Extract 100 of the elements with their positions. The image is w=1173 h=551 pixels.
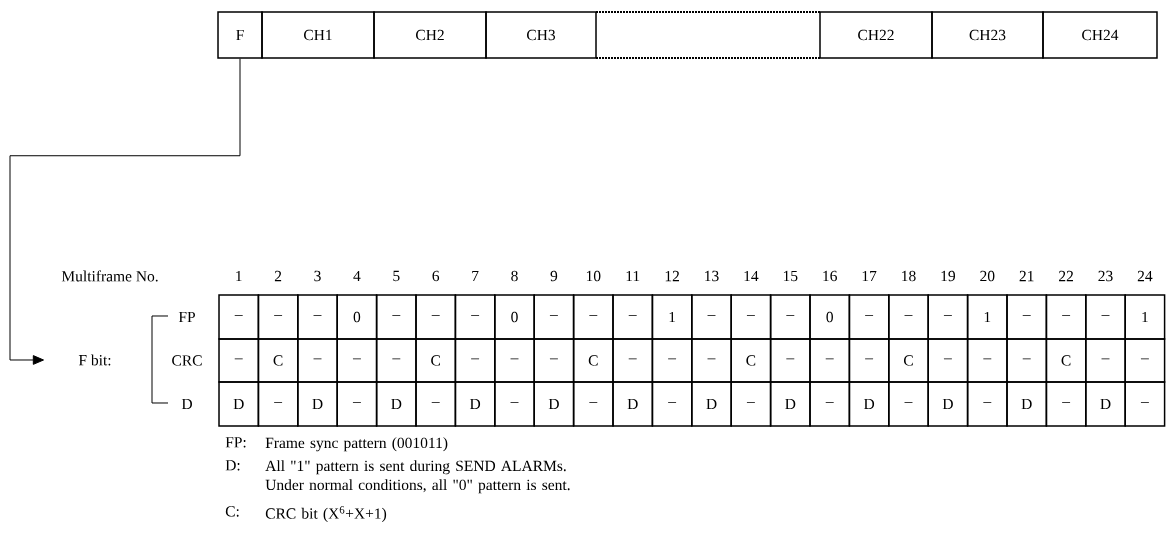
table-cell: –: [966, 381, 1008, 427]
table-cell: –: [336, 338, 378, 383]
table-cell: –: [966, 338, 1008, 383]
table-cell: D: [1085, 381, 1126, 427]
row-label: CRC: [172, 355, 202, 366]
column-number: 13: [705, 270, 719, 282]
table-cell: –: [809, 381, 851, 427]
column-number: 23: [1098, 270, 1113, 282]
table-cell: –: [1124, 381, 1166, 427]
table-cell: –: [454, 338, 496, 383]
column-number: 19: [941, 270, 955, 282]
table-cell: 1: [966, 294, 1008, 340]
table-cell: –: [612, 338, 654, 383]
table-cell: –: [809, 338, 851, 383]
table-cell: 1: [1124, 294, 1166, 340]
column-number: 2: [274, 270, 282, 282]
table-cell: –: [218, 294, 260, 340]
column-number: 16: [823, 270, 837, 282]
table-cell: C: [572, 338, 614, 383]
table-cell: –: [297, 294, 338, 340]
note-text: All "1" pattern is sent during SEND ALARMs. Under normal conditions, all "0" pattern is sent.: [265, 460, 570, 494]
table-cell: –: [218, 338, 260, 383]
table-cell: –: [888, 381, 929, 427]
column-number: 1: [236, 270, 242, 282]
table-cell: D: [1006, 381, 1048, 427]
column-number: 3: [314, 270, 321, 282]
table-cell: –: [572, 294, 614, 340]
table-cell: –: [336, 381, 378, 427]
table-cell: –: [730, 294, 772, 340]
table-cell: D: [691, 381, 732, 427]
table-cell: –: [1085, 338, 1126, 383]
table-cell: –: [848, 294, 890, 340]
column-number: 24: [1137, 270, 1153, 282]
table-cell: D: [375, 381, 417, 427]
table-cell: 0: [809, 294, 851, 340]
table-cell: –: [494, 381, 535, 427]
table-cell: –: [651, 338, 693, 383]
table-cell: –: [297, 338, 338, 383]
table-cell: –: [691, 338, 732, 383]
table-cell: –: [375, 294, 417, 340]
table-cell: –: [454, 294, 496, 340]
note-key: C:: [225, 506, 239, 517]
table-cell: –: [1045, 294, 1087, 340]
table-cell: –: [769, 338, 811, 383]
column-number: 17: [862, 270, 877, 282]
table-cell: D: [218, 381, 260, 427]
table-cell: –: [651, 381, 693, 427]
table-cell: –: [888, 294, 929, 340]
table-cell: –: [769, 294, 811, 340]
table-cell: –: [1124, 338, 1166, 383]
column-number: 9: [550, 270, 558, 282]
column-number: 7: [472, 270, 479, 282]
table-cell: –: [415, 381, 457, 427]
table-cell: D: [297, 381, 338, 427]
column-number: 18: [902, 270, 916, 282]
table-cell: D: [927, 381, 969, 427]
table-cell: C: [257, 338, 299, 383]
table-cell: –: [691, 294, 732, 340]
table-cell: D: [848, 381, 890, 427]
table-cell: –: [533, 338, 575, 383]
table-cell: –: [612, 294, 654, 340]
table-cell: –: [927, 294, 969, 340]
table-cell: D: [533, 381, 575, 427]
column-number: 14: [744, 270, 759, 282]
column-number: 6: [432, 270, 440, 282]
table-cell: 0: [336, 294, 378, 340]
table-cell: –: [730, 381, 772, 427]
note-key: D:: [225, 460, 240, 471]
table-cell: 1: [651, 294, 693, 340]
table-cell: 0: [494, 294, 535, 340]
column-number: 4: [353, 270, 361, 282]
row-label: D: [181, 398, 192, 410]
table-cell: –: [533, 294, 575, 340]
field-label: F bit:: [78, 354, 111, 366]
table-cell: –: [257, 381, 299, 427]
channel-cell: CH22: [819, 11, 933, 59]
channel-cell: CH1: [261, 11, 375, 59]
channel-cell: CH23: [931, 11, 1044, 59]
arrow: [9, 58, 241, 365]
note-text: CRC bit (X$^{6}$+X+1): [265, 506, 387, 522]
table-cell: –: [494, 338, 535, 383]
column-number: 11: [626, 270, 640, 282]
table-cell: –: [415, 294, 457, 340]
channel-cell: CH3: [485, 11, 597, 59]
table-cell: D: [454, 381, 496, 427]
note-key: FP:: [225, 437, 246, 448]
note-text: Frame sync pattern (001011): [265, 437, 448, 452]
column-number: 20: [980, 270, 995, 282]
table-cell: –: [1006, 294, 1048, 340]
channel-cell: F: [217, 11, 263, 59]
table-cell: –: [848, 338, 890, 383]
column-number: 10: [586, 270, 601, 282]
column-number: 5: [393, 270, 400, 282]
column-number: 21: [1019, 270, 1034, 282]
table-cell: –: [375, 338, 417, 383]
table-cell: D: [612, 381, 654, 427]
channel-cell: CH2: [373, 11, 487, 59]
column-number: 22: [1059, 270, 1073, 282]
table-cell: –: [1085, 294, 1126, 340]
row-label: FP: [178, 311, 195, 323]
